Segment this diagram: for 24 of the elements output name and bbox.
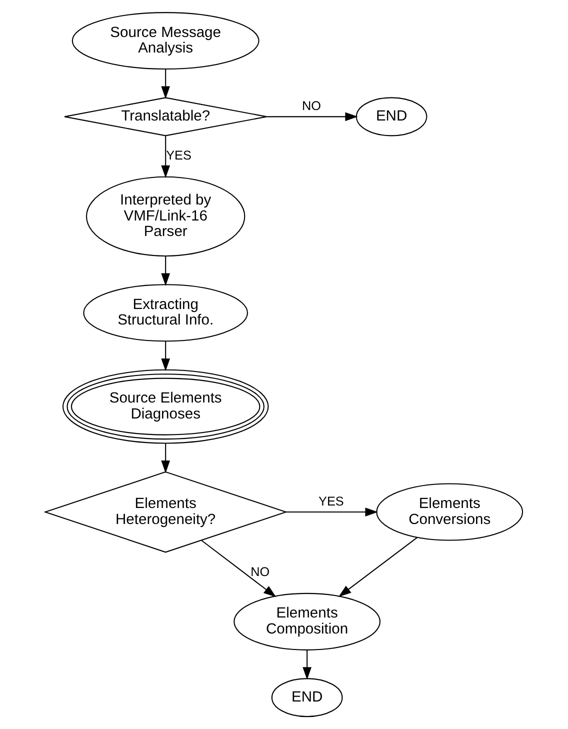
arrow: [266, 112, 358, 122]
node-diamond: Translatable?: [64, 97, 268, 136]
node-ellipse: END: [356, 97, 428, 136]
edge-label: NO: [250, 565, 270, 579]
arrow: [161, 341, 170, 372]
edge-label: YES: [166, 148, 192, 163]
arrow: [161, 443, 170, 474]
node-ellipse: Source Message Analysis: [72, 12, 260, 70]
arrow: [161, 136, 170, 178]
node-ellipse: Source Elements Diagnoses: [62, 369, 269, 444]
edge-label: YES: [318, 494, 344, 508]
node-ellipse: Extracting Structural Info.: [83, 284, 248, 342]
arrow: [161, 256, 170, 286]
node-ellipse: Elements Conversions: [376, 483, 524, 541]
node-diamond: Elements Heterogeneity?: [44, 471, 288, 553]
arrow: [302, 650, 312, 680]
arrow: [201, 540, 276, 598]
node-ellipse: Interpreted by VMF/Link-16 Parser: [86, 176, 246, 256]
edge-label: NO: [302, 98, 322, 113]
arrow: [338, 537, 418, 597]
node-ellipse: Elements Composition: [234, 592, 381, 650]
arrow: [161, 69, 170, 99]
arrow: [286, 508, 378, 516]
node-ellipse: END: [271, 678, 343, 718]
